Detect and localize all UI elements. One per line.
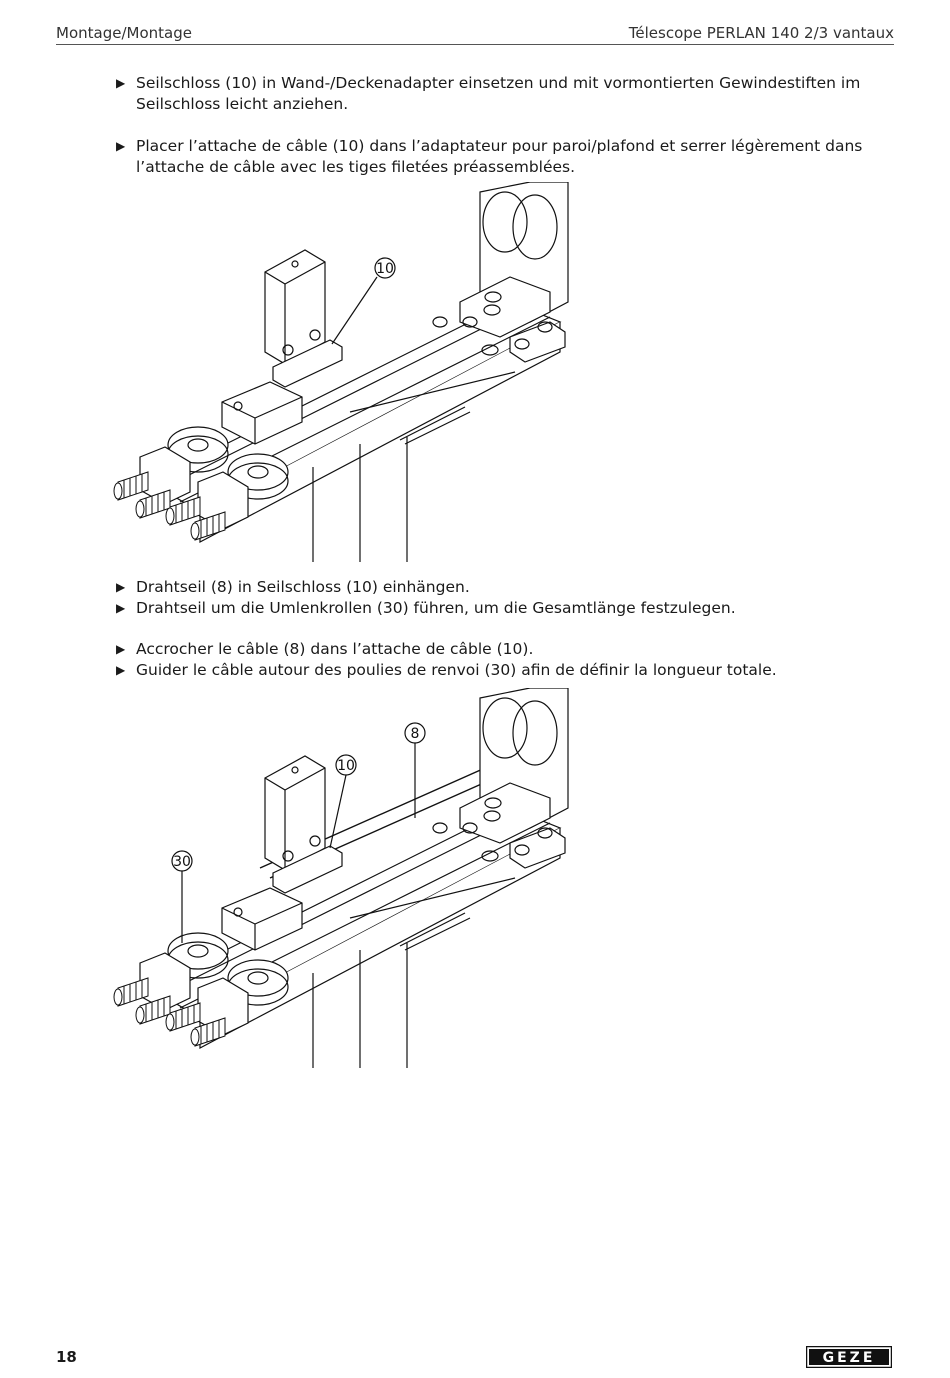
bullet-arrow-icon: ▶ — [116, 601, 126, 615]
instruction-text: Guider le câble autour des poulies de re… — [136, 661, 777, 679]
bullet-arrow-icon: ▶ — [116, 642, 126, 656]
instruction-step: ▶ Accrocher le câble (8) dans l’attache … — [116, 639, 906, 660]
instruction-step: ▶ Placer l’attache de câble (10) dans l’… — [116, 136, 906, 178]
callout-marker: 10 — [335, 754, 357, 776]
header-section-title: Montage/Montage — [56, 24, 192, 42]
callout-number: 10 — [376, 261, 394, 277]
callout-marker: 10 — [374, 257, 396, 279]
page-number: 18 — [56, 1348, 77, 1366]
instruction-text: Drahtseil um die Umlenkrollen (30) führe… — [136, 599, 736, 617]
assembly-figure-2: 8 10 30 — [113, 688, 569, 1068]
callout-number: 30 — [173, 854, 191, 870]
header-product-title: Télescope PERLAN 140 2/3 vantaux — [628, 24, 894, 42]
instruction-text: Seilschloss (10) in Wand-/Deckenadapter … — [136, 74, 861, 113]
callout-number: 10 — [337, 758, 355, 774]
instruction-step: ▶ Guider le câble autour des poulies de … — [116, 660, 906, 681]
instruction-text: Drahtseil (8) in Seilschloss (10) einhän… — [136, 578, 470, 596]
instruction-step: ▶ Drahtseil um die Umlenkrollen (30) füh… — [116, 598, 906, 619]
bullet-arrow-icon: ▶ — [116, 663, 126, 677]
callout-marker: 30 — [171, 850, 193, 872]
page-header: Montage/Montage Télescope PERLAN 140 2/3… — [56, 22, 894, 45]
bullet-arrow-icon: ▶ — [116, 580, 126, 594]
callout-number: 8 — [411, 726, 420, 742]
bullet-arrow-icon: ▶ — [116, 139, 126, 153]
geze-logo: GEZE — [806, 1346, 892, 1368]
logo-text: GEZE — [823, 1350, 876, 1366]
instruction-step: ▶ Seilschloss (10) in Wand-/Deckenadapte… — [116, 73, 906, 115]
instruction-text: Placer l’attache de câble (10) dans l’ad… — [136, 137, 863, 176]
callout-marker: 8 — [404, 722, 426, 744]
instruction-step: ▶ Drahtseil (8) in Seilschloss (10) einh… — [116, 577, 906, 598]
assembly-figure-1: 10 — [113, 182, 569, 562]
instruction-text: Accrocher le câble (8) dans l’attache de… — [136, 640, 534, 658]
bullet-arrow-icon: ▶ — [116, 76, 126, 90]
